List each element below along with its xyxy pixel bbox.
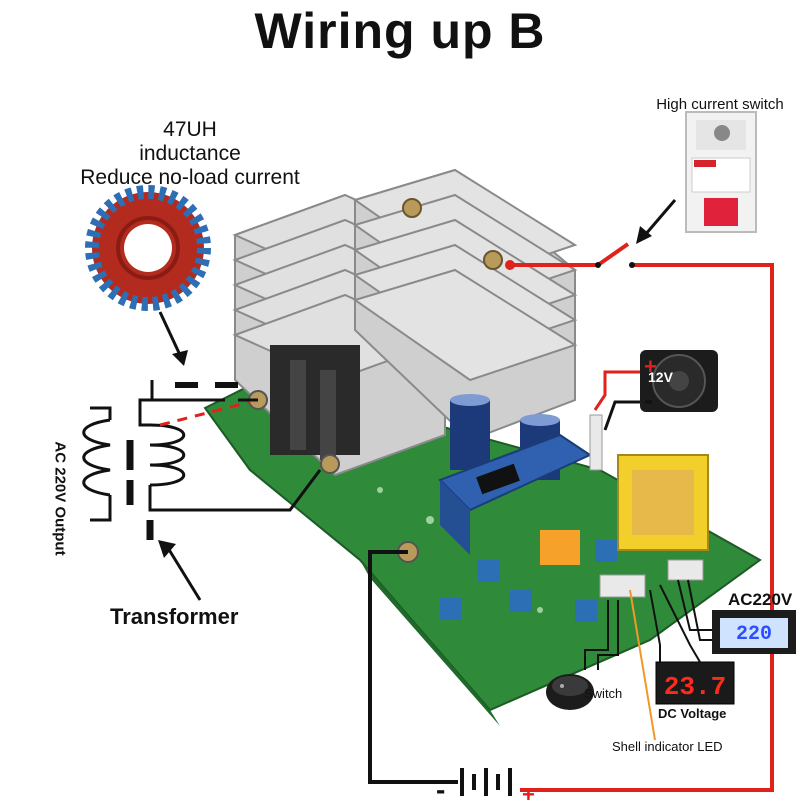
- toroid-label-line3: Reduce no-load current: [80, 166, 300, 189]
- toroid-inductor: [85, 185, 211, 311]
- breaker-device: [685, 111, 757, 233]
- battery-symbol: [460, 768, 512, 796]
- red-positive-wire: [510, 242, 774, 792]
- transformer-symbol: [82, 380, 322, 540]
- ac-output-label: AC 220V Output: [51, 441, 69, 556]
- switch-arrow: [636, 199, 677, 244]
- switch-label: Switch: [584, 686, 623, 701]
- fan-wires: [593, 370, 640, 431]
- toroid-label-line1: 47UH: [163, 118, 217, 141]
- dc-voltage-label: DC Voltage: [658, 706, 727, 721]
- dc-voltage-meter: [655, 661, 735, 705]
- fan: [640, 350, 718, 412]
- inductor-arrow: [158, 311, 188, 366]
- relay: [540, 530, 580, 565]
- shell-led-label: Shell indicator LED: [612, 739, 723, 754]
- high-current-switch-label: High current switch: [656, 96, 784, 113]
- fan-voltage-label: 12V: [648, 369, 673, 385]
- ac-meter-readout: 220: [735, 623, 772, 646]
- inductor-link-dashed: [159, 400, 251, 427]
- fan-minus-sign: -: [644, 384, 654, 415]
- battery-plus-sign: +: [522, 782, 535, 807]
- page-title: Wiring up B: [254, 3, 546, 59]
- dc-meter-readout: 23.7: [663, 672, 727, 702]
- ac220-label: AC220V: [728, 590, 793, 609]
- rocker-switch: [546, 674, 594, 710]
- led-wire: [629, 589, 656, 741]
- heatsink-right: [352, 168, 578, 442]
- toroid-label-line2: inductance: [139, 142, 241, 165]
- toroid-label: 47UH inductance Reduce no-load current: [40, 118, 340, 190]
- aux-transformer: [617, 454, 709, 551]
- ac-voltage-meter: [712, 610, 796, 654]
- transformer-label: Transformer: [110, 604, 239, 629]
- black-negative-wire: [368, 550, 458, 784]
- connectors: [589, 414, 704, 598]
- battery-minus-sign: -: [436, 774, 446, 805]
- fan-plus-sign: +: [644, 354, 657, 379]
- transformer-arrow: [158, 540, 202, 601]
- control-wires: [584, 579, 712, 670]
- potentiometers: [440, 540, 617, 622]
